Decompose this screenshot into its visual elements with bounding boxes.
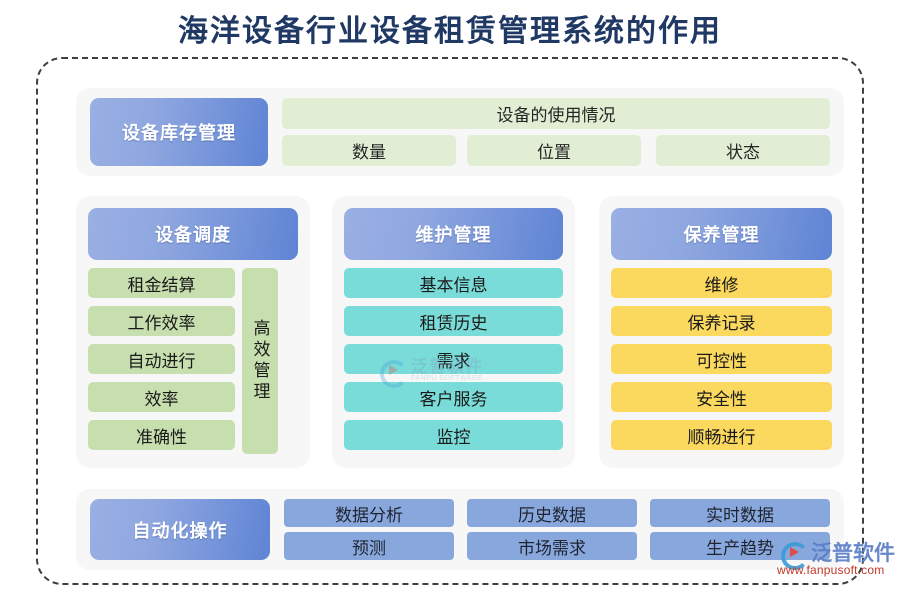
bottom-item-historical-data[interactable]: 历史数据: [467, 499, 637, 527]
top-sub-item-quantity[interactable]: 数量: [282, 135, 456, 166]
column-panel-upkeep: 保养管理 维修 保养记录 可控性 安全性 顺畅进行: [599, 196, 844, 468]
maintenance-item-4[interactable]: 监控: [344, 420, 563, 450]
bottom-section-panel: 自动化操作 数据分析 历史数据 实时数据 预测 市场需求 生产趋势: [76, 489, 844, 570]
upkeep-item-1[interactable]: 保养记录: [611, 306, 832, 336]
top-sub-item-status[interactable]: 状态: [656, 135, 830, 166]
dispatch-item-2[interactable]: 自动进行: [88, 344, 235, 374]
bottom-item-market-demand[interactable]: 市场需求: [467, 532, 637, 560]
maintenance-item-3[interactable]: 客户服务: [344, 382, 563, 412]
upkeep-item-0[interactable]: 维修: [611, 268, 832, 298]
efficient-management-vertical-chip[interactable]: 高效管理: [242, 268, 278, 454]
bottom-item-realtime-data[interactable]: 实时数据: [650, 499, 830, 527]
bottom-item-production-trend[interactable]: 生产趋势: [650, 532, 830, 560]
equipment-usage-header[interactable]: 设备的使用情况: [282, 98, 830, 129]
bottom-item-data-analysis[interactable]: 数据分析: [284, 499, 454, 527]
upkeep-item-2[interactable]: 可控性: [611, 344, 832, 374]
maintenance-item-0[interactable]: 基本信息: [344, 268, 563, 298]
upkeep-item-3[interactable]: 安全性: [611, 382, 832, 412]
dispatch-item-0[interactable]: 租金结算: [88, 268, 235, 298]
dispatch-item-3[interactable]: 效率: [88, 382, 235, 412]
bottom-item-forecast[interactable]: 预测: [284, 532, 454, 560]
top-section-title-chip[interactable]: 设备库存管理: [90, 98, 268, 166]
dispatch-item-4[interactable]: 准确性: [88, 420, 235, 450]
diagram-frame: [36, 57, 864, 585]
maintenance-item-1[interactable]: 租赁历史: [344, 306, 563, 336]
page-title: 海洋设备行业设备租赁管理系统的作用: [178, 15, 722, 48]
column-panel-maintenance: 维护管理 基本信息 租赁历史 需求 客户服务 监控: [332, 196, 575, 468]
column-header-upkeep[interactable]: 保养管理: [611, 208, 832, 260]
dispatch-item-1[interactable]: 工作效率: [88, 306, 235, 336]
column-header-dispatch[interactable]: 设备调度: [88, 208, 298, 260]
column-panel-dispatch: 设备调度 租金结算 工作效率 自动进行 效率 准确性 高效管理: [76, 196, 310, 468]
maintenance-item-2[interactable]: 需求: [344, 344, 563, 374]
upkeep-item-4[interactable]: 顺畅进行: [611, 420, 832, 450]
column-header-maintenance[interactable]: 维护管理: [344, 208, 563, 260]
top-sub-item-location[interactable]: 位置: [467, 135, 641, 166]
bottom-section-title-chip[interactable]: 自动化操作: [90, 499, 270, 560]
top-section-panel: 设备库存管理 设备的使用情况 数量 位置 状态: [76, 88, 844, 176]
